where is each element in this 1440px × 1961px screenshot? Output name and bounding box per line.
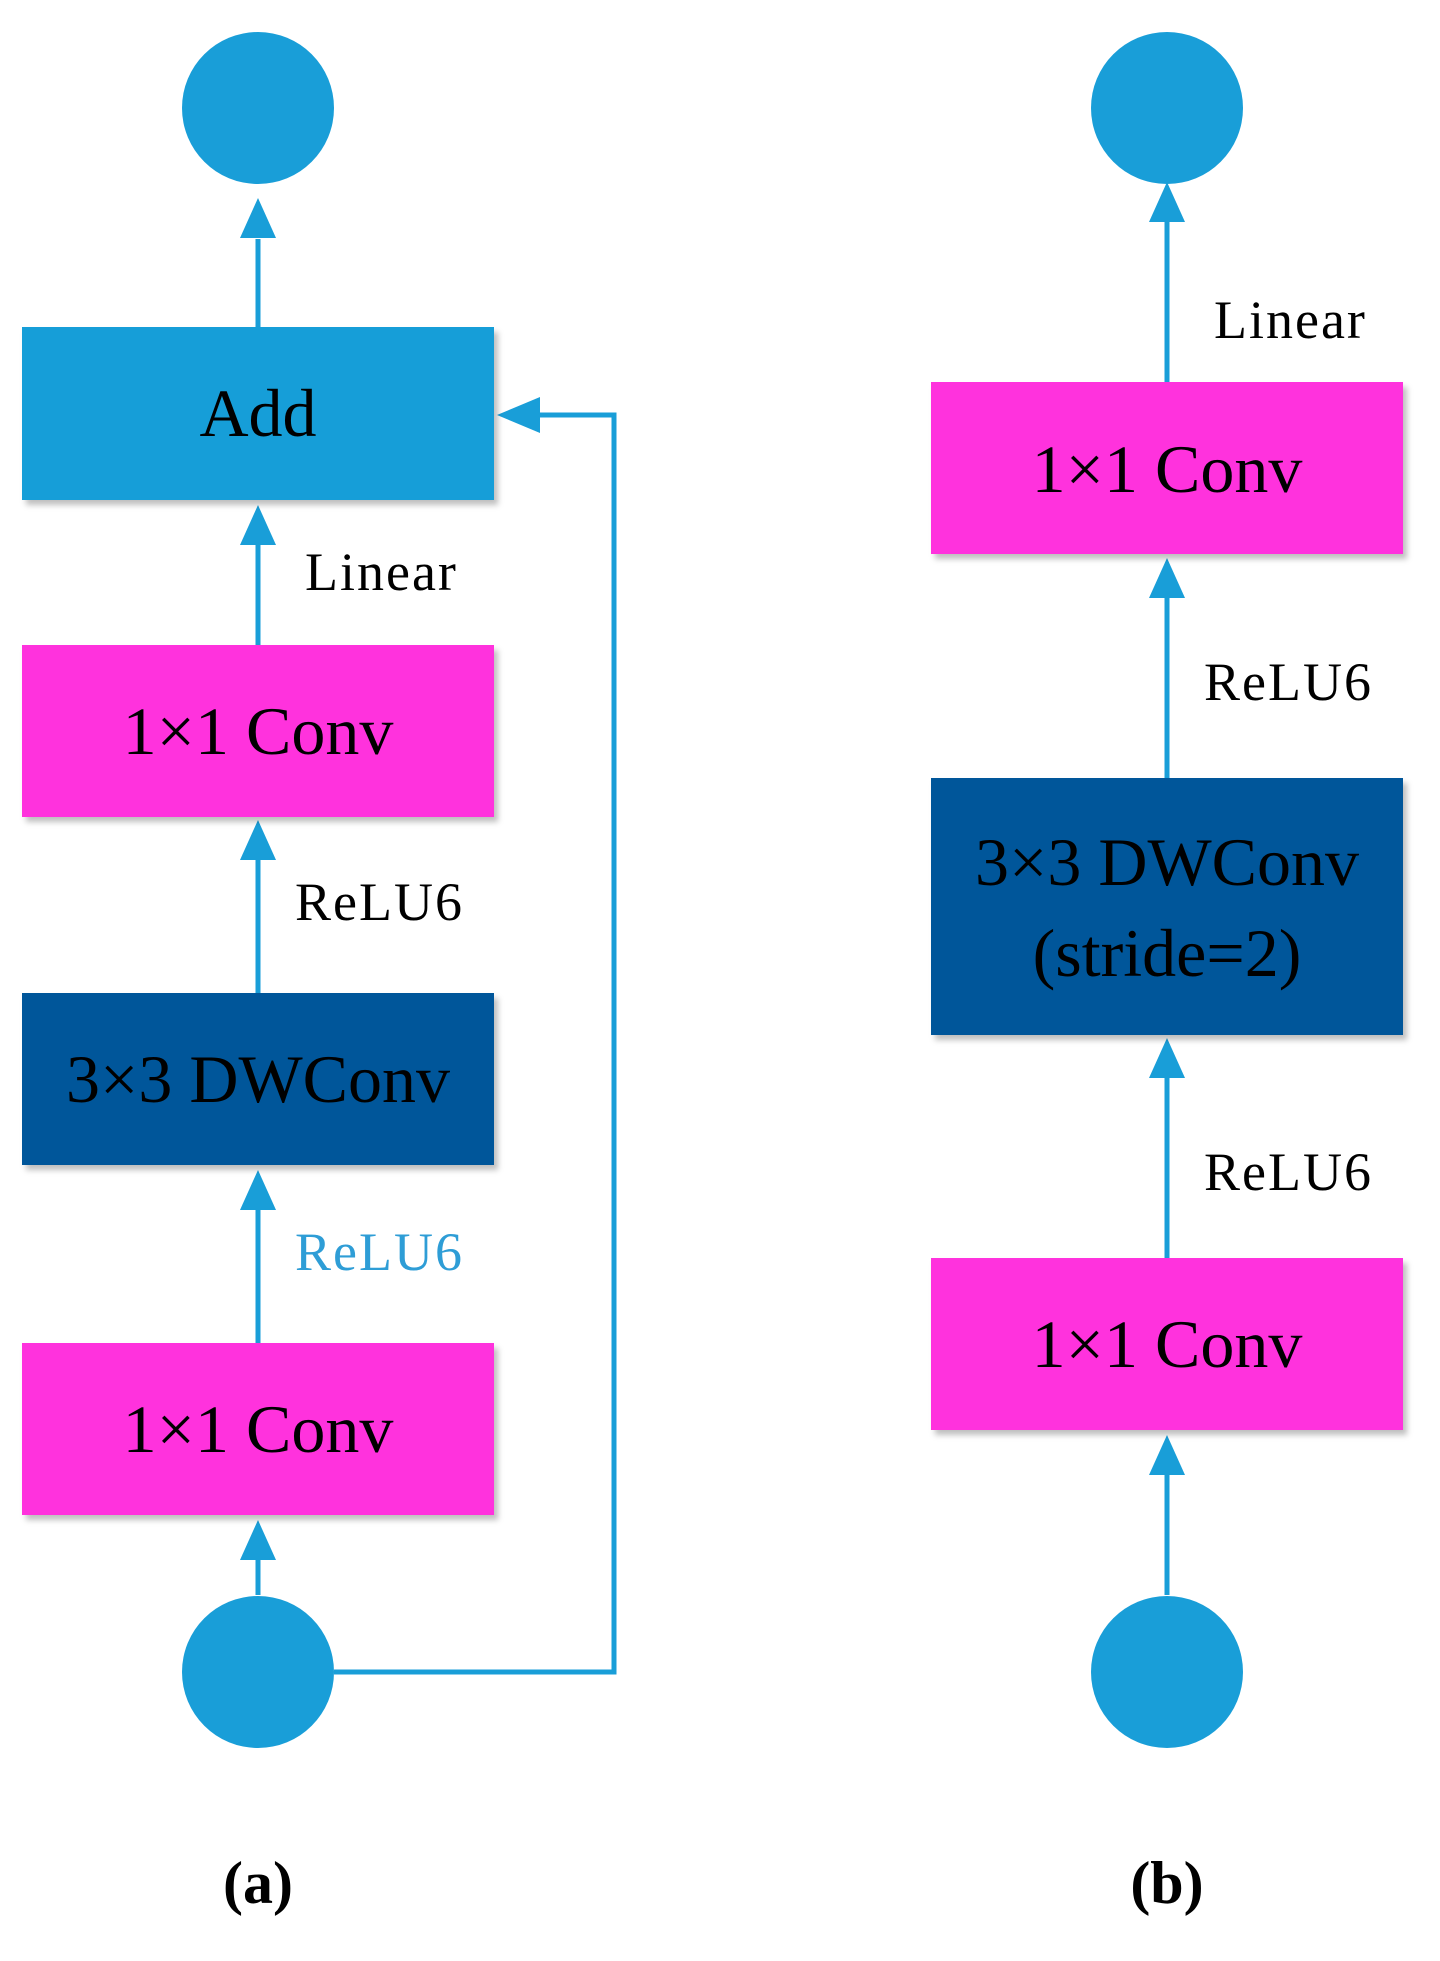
input-node [1091,1596,1243,1748]
dwconv-label-line2: (stride=2) [1033,915,1302,991]
add-block [22,327,494,500]
output-node [182,32,334,184]
arrowhead-up-icon [1149,558,1185,598]
panel-a-connectors [255,239,617,1675]
panel-b-blocks [931,382,1403,1430]
relu6-lower-label: ReLU6 [295,1222,464,1282]
output-node [1091,32,1243,184]
arrowhead-up-icon [240,505,276,545]
linear-label: Linear [1214,290,1367,350]
dwconv-block [22,993,494,1165]
conv1x1-top-label: 1×1 Conv [123,693,394,769]
conv1x1-top-block [22,645,494,817]
panel-b: 1×1 Conv 3×3 DWConv (stride=2) 1×1 Conv … [931,32,1403,1916]
dwconv-stride2-block [931,778,1403,1035]
conv1x1-bottom-block [931,1258,1403,1430]
relu6-upper-label: ReLU6 [295,872,464,932]
panel-a: Add 1×1 Conv 3×3 DWConv 1×1 Conv Linear … [22,32,617,1916]
relu6-lower-label: ReLU6 [1204,1142,1373,1202]
arrowhead-up-icon [1149,1435,1185,1475]
conv1x1-bottom-block [22,1343,494,1515]
arrowhead-up-icon [240,1170,276,1210]
conv1x1-top-label: 1×1 Conv [1032,431,1303,507]
conv1x1-bottom-label: 1×1 Conv [123,1391,394,1467]
arrowhead-left-icon [497,397,540,433]
arrowhead-up-icon [240,1520,276,1560]
linear-label: Linear [305,542,458,602]
arrowhead-up-icon [1149,1038,1185,1078]
arrowhead-up-icon [1149,182,1185,222]
caption-b: (b) [1130,1850,1203,1916]
conv1x1-top-block [931,382,1403,554]
relu6-upper-label: ReLU6 [1204,652,1373,712]
input-node [182,1596,334,1748]
arrowhead-up-icon [240,820,276,860]
arrowhead-up-icon [240,198,276,238]
conv1x1-bottom-label: 1×1 Conv [1032,1306,1303,1382]
dwconv-label: 3×3 DWConv [66,1041,450,1117]
panel-b-arrowheads [1149,182,1185,1475]
panel-a-blocks [22,327,494,1515]
caption-a: (a) [223,1850,293,1916]
panel-a-arrowheads [240,198,540,1560]
residual-skip-connection [334,412,617,1675]
dwconv-label-line1: 3×3 DWConv [975,824,1359,900]
add-label: Add [199,375,316,451]
